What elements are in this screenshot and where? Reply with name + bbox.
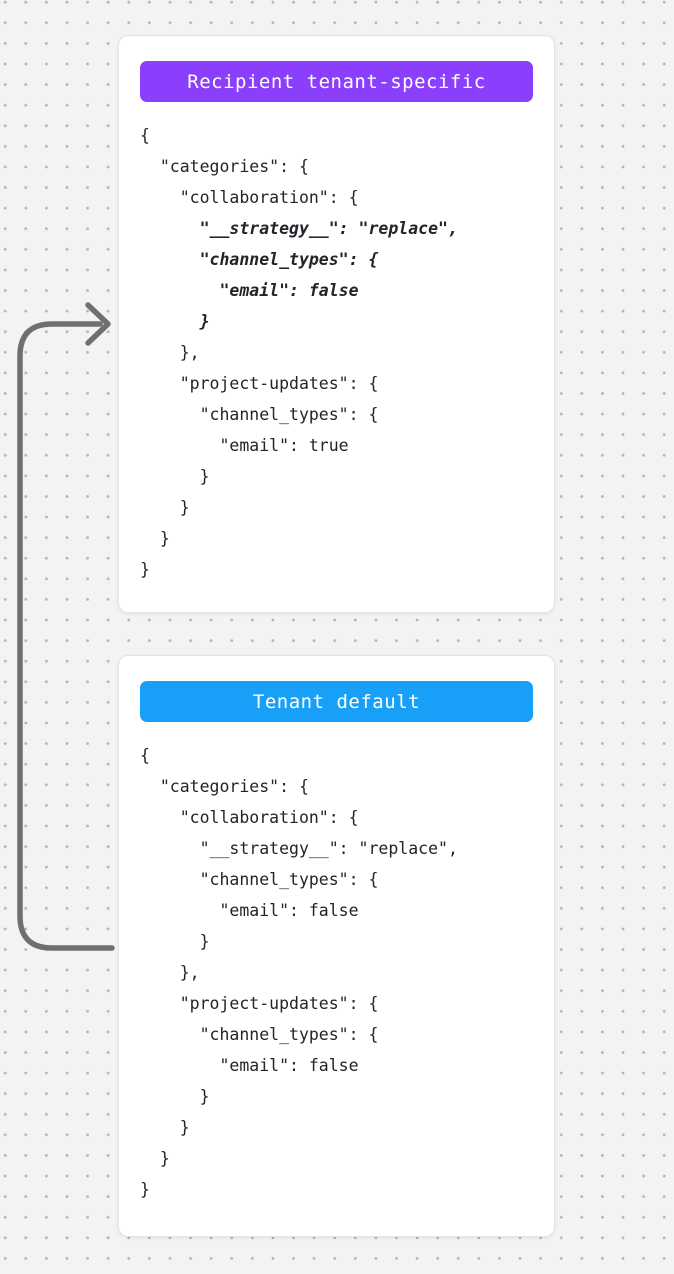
recipient-tenant-specific-badge: Recipient tenant-specific xyxy=(140,61,533,102)
tenant-default-badge: Tenant default xyxy=(140,681,533,722)
code-line: }, xyxy=(140,963,200,982)
code-line: "email": false xyxy=(140,281,359,300)
code-line: } xyxy=(140,498,190,517)
code-line: "collaboration": { xyxy=(140,188,359,207)
code-line: { xyxy=(140,746,150,765)
code-line: } xyxy=(140,467,210,486)
code-line: "email": false xyxy=(140,901,359,920)
code-line: } xyxy=(140,1087,210,1106)
code-line: } xyxy=(140,1180,150,1199)
code-line: "email": true xyxy=(140,436,349,455)
code-line: "project-updates": { xyxy=(140,994,379,1013)
code-line: "__strategy__": "replace", xyxy=(140,839,458,858)
code-line: "channel_types": { xyxy=(140,870,379,889)
code-line: "categories": { xyxy=(140,157,309,176)
code-line: "categories": { xyxy=(140,777,309,796)
code-line: "channel_types": { xyxy=(140,250,379,269)
code-line: "email": false xyxy=(140,1056,359,1075)
code-line: } xyxy=(140,312,210,331)
code-line: }, xyxy=(140,343,200,362)
code-line: "channel_types": { xyxy=(140,1025,379,1044)
arrow-head-icon xyxy=(85,302,111,346)
code-line: } xyxy=(140,560,150,579)
card-recipient-tenant-specific: Recipient tenant-specific { "categories"… xyxy=(118,35,555,613)
code-line: "project-updates": { xyxy=(140,374,379,393)
code-line: } xyxy=(140,932,210,951)
code-line: "channel_types": { xyxy=(140,405,379,424)
code-line: { xyxy=(140,126,150,145)
code-line: } xyxy=(140,1118,190,1137)
code-line: } xyxy=(140,529,170,548)
code-line: "__strategy__": "replace", xyxy=(140,219,458,238)
json-code-block-recipient: { "categories": { "collaboration": { "__… xyxy=(140,120,533,585)
code-line: "collaboration": { xyxy=(140,808,359,827)
json-code-block-tenant-default: { "categories": { "collaboration": { "__… xyxy=(140,740,533,1205)
code-line: } xyxy=(140,1149,170,1168)
arrow-line xyxy=(17,321,115,951)
card-tenant-default: Tenant default { "categories": { "collab… xyxy=(118,655,555,1237)
